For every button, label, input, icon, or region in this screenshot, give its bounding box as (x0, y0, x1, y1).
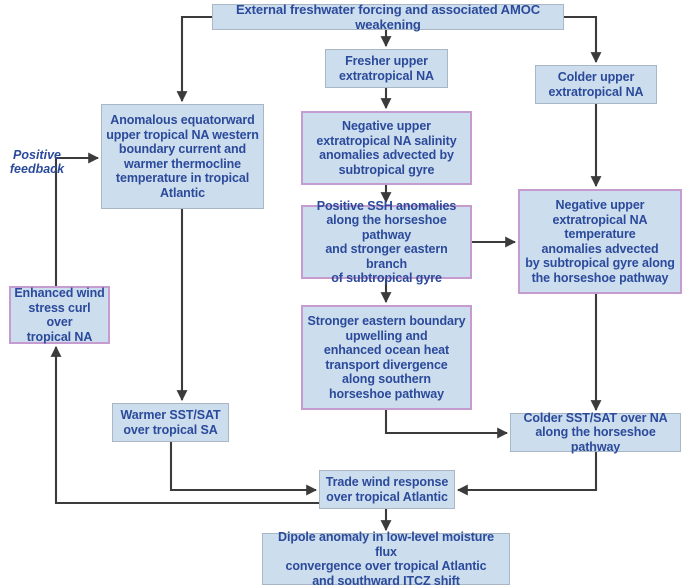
edge-warmer-sst-to-trade-wind (169, 442, 318, 496)
node-colder-upper-na[interactable]: Colder upper extratropical NA (535, 65, 657, 104)
node-label: Negative upper extratropical NA temperat… (525, 198, 675, 285)
node-negative-temperature-anomalies[interactable]: Negative upper extratropical NA temperat… (518, 189, 682, 294)
node-dipole-anomaly[interactable]: Dipole anomaly in low-level moisture flu… (262, 530, 510, 587)
node-label: Warmer SST/SAT over tropical SA (120, 408, 221, 437)
node-label: Colder SST/SAT over NA along the horsesh… (523, 410, 668, 454)
node-label: Negative upper extratropical NA salinity… (316, 119, 457, 177)
node-label: Enhanced wind stress curl over tropical … (14, 286, 105, 344)
node-label: Positive SSH anomalies along the horsesh… (316, 198, 457, 286)
node-negative-salinity-anomalies[interactable]: Negative upper extratropical NA salinity… (301, 111, 472, 185)
node-label: External freshwater forcing and associat… (235, 1, 540, 32)
node-enhanced-wind-stress-curl[interactable]: Enhanced wind stress curl over tropical … (9, 286, 110, 344)
node-label: Colder upper extratropical NA (548, 70, 644, 99)
node-label: Fresher upper extratropical NA (339, 54, 434, 83)
edge-external-to-colder-upper (564, 15, 602, 64)
node-stronger-upwelling[interactable]: Stronger eastern boundary upwelling and … (301, 305, 472, 410)
node-positive-ssh-anomalies[interactable]: Positive SSH anomalies along the horsesh… (301, 199, 472, 285)
node-colder-sst-na[interactable]: Colder SST/SAT over NA along the horsesh… (510, 410, 681, 454)
node-external-forcing[interactable]: External freshwater forcing and associat… (212, 1, 564, 32)
node-trade-wind-response[interactable]: Trade wind response over tropical Atlant… (319, 470, 455, 509)
node-label: Trade wind response over tropical Atlant… (325, 475, 449, 504)
node-label: Stronger eastern boundary upwelling and … (307, 314, 466, 401)
node-fresher-upper-na[interactable]: Fresher upper extratropical NA (325, 49, 448, 88)
node-label: Anomalous equatorward upper tropical NA … (106, 113, 259, 200)
edge-upwelling-to-colder-sst (384, 410, 509, 439)
node-anomalous-equatorward[interactable]: Anomalous equatorward upper tropical NA … (101, 104, 264, 209)
edge-external-to-anomalous (176, 15, 212, 103)
node-warmer-sst-sa[interactable]: Warmer SST/SAT over tropical SA (112, 403, 229, 442)
positive-feedback-label: Positive feedback (9, 148, 65, 177)
edge-colder-sst-to-trade-wind (456, 452, 598, 496)
node-label: Dipole anomaly in low-level moisture flu… (278, 530, 494, 587)
edge-wind-stress-curl-to-anomalous (54, 152, 100, 286)
edge-trade-wind-to-wind-stress-curl (50, 345, 319, 505)
